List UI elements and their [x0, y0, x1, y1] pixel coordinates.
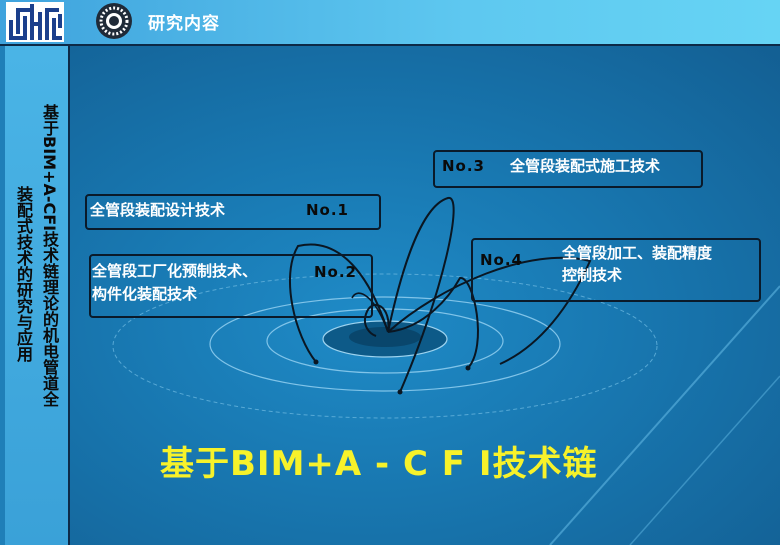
diagram-area: No.3 全管段装配式施工技术 全管段装配设计技术 No.1 全管段工厂化预制技…: [70, 46, 780, 545]
item-no2-label-line2: 构件化装配技术: [92, 285, 198, 303]
orbit-diagram: [112, 197, 780, 545]
item-no4-box: [471, 238, 761, 302]
item-no2-number: No.2: [314, 263, 357, 281]
item-no4-number: No.4: [480, 251, 523, 269]
item-no1-number: No.1: [306, 201, 349, 219]
item-no2-label-line1: 全管段工厂化预制技术、: [92, 262, 258, 280]
item-no3-label: 全管段装配式施工技术: [510, 157, 661, 175]
header-bar: 研究内容: [0, 0, 780, 46]
sidebar-title-line2: 装配式技术的研究与应用: [14, 186, 33, 362]
item-no1-box: [85, 194, 381, 230]
circular-emblem-icon: [96, 3, 132, 39]
company-logo: [6, 2, 64, 42]
sidebar-title-panel: 基于BIM+A-CFI技术链理论的机电管道全 装配式技术的研究与应用: [5, 46, 70, 545]
main-title: 基于BIM+A - C F I技术链: [160, 444, 598, 484]
item-no3-number: No.3: [442, 157, 485, 175]
item-no4-label-line2: 控制技术: [562, 266, 623, 284]
item-no2-box: [89, 254, 373, 318]
item-no1-label: 全管段装配设计技术: [90, 201, 226, 219]
item-no3-box: [433, 150, 703, 188]
sidebar-title-line1: 基于BIM+A-CFI技术链理论的机电管道全: [40, 104, 59, 408]
item-no4-label-line1: 全管段加工、装配精度: [562, 244, 713, 262]
header-title: 研究内容: [148, 14, 220, 34]
